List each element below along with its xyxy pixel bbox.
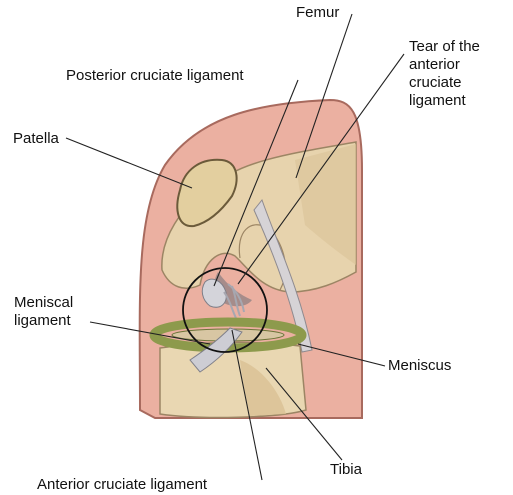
label-meniscus: Meniscus [388, 357, 451, 375]
label-femur: Femur [296, 4, 339, 22]
tibia-bone [160, 342, 306, 417]
label-anterior-cruciate-ligament: Anterior cruciate ligament [37, 476, 207, 494]
label-patella: Patella [13, 130, 59, 148]
label-tear-acl: Tear of the anterior cruciate ligament [409, 38, 480, 110]
label-tibia: Tibia [330, 461, 362, 479]
label-posterior-cruciate-ligament: Posterior cruciate ligament [66, 67, 244, 85]
label-meniscal-ligament: Meniscal ligament [14, 294, 73, 330]
